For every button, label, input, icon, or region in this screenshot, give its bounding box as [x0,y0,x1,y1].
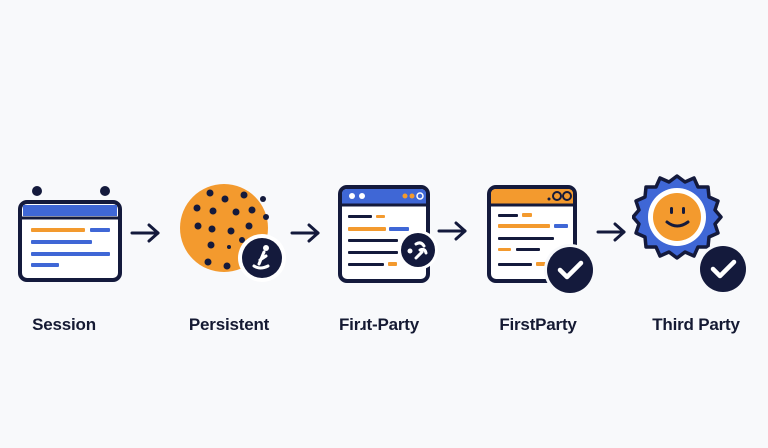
arrow-4 [596,222,628,242]
label-persistent: Persistent [188,315,270,334]
arrow-1 [130,223,162,243]
step-session [16,182,126,282]
checkmark-badge-icon [700,246,746,292]
label-third-party: Third Party [652,315,740,334]
badge-icon [401,233,435,267]
calendar-window-icon [18,186,122,282]
step-persistent [178,184,290,284]
arrow-right-icon [290,223,320,243]
arrow-right-icon [437,221,467,241]
checkmark-badge-icon [547,247,593,293]
label-first-party: Firɹt-Party [339,315,419,334]
label-session: Session [32,315,96,334]
cookie-with-badge-icon [180,184,286,282]
arrow-2 [290,223,322,243]
seal-smiley-checkmark-icon [632,174,749,295]
step-first-party [336,184,448,284]
browser-window-with-badge-icon [338,185,438,283]
label-firstparty: FirstParty [499,315,577,334]
step-firstparty [486,184,598,294]
arrow-3 [437,221,469,241]
arrow-right-icon [130,223,160,243]
browser-window-checkmark-icon [487,185,596,294]
arrow-right-icon [596,222,626,242]
step-third-party [632,172,752,296]
